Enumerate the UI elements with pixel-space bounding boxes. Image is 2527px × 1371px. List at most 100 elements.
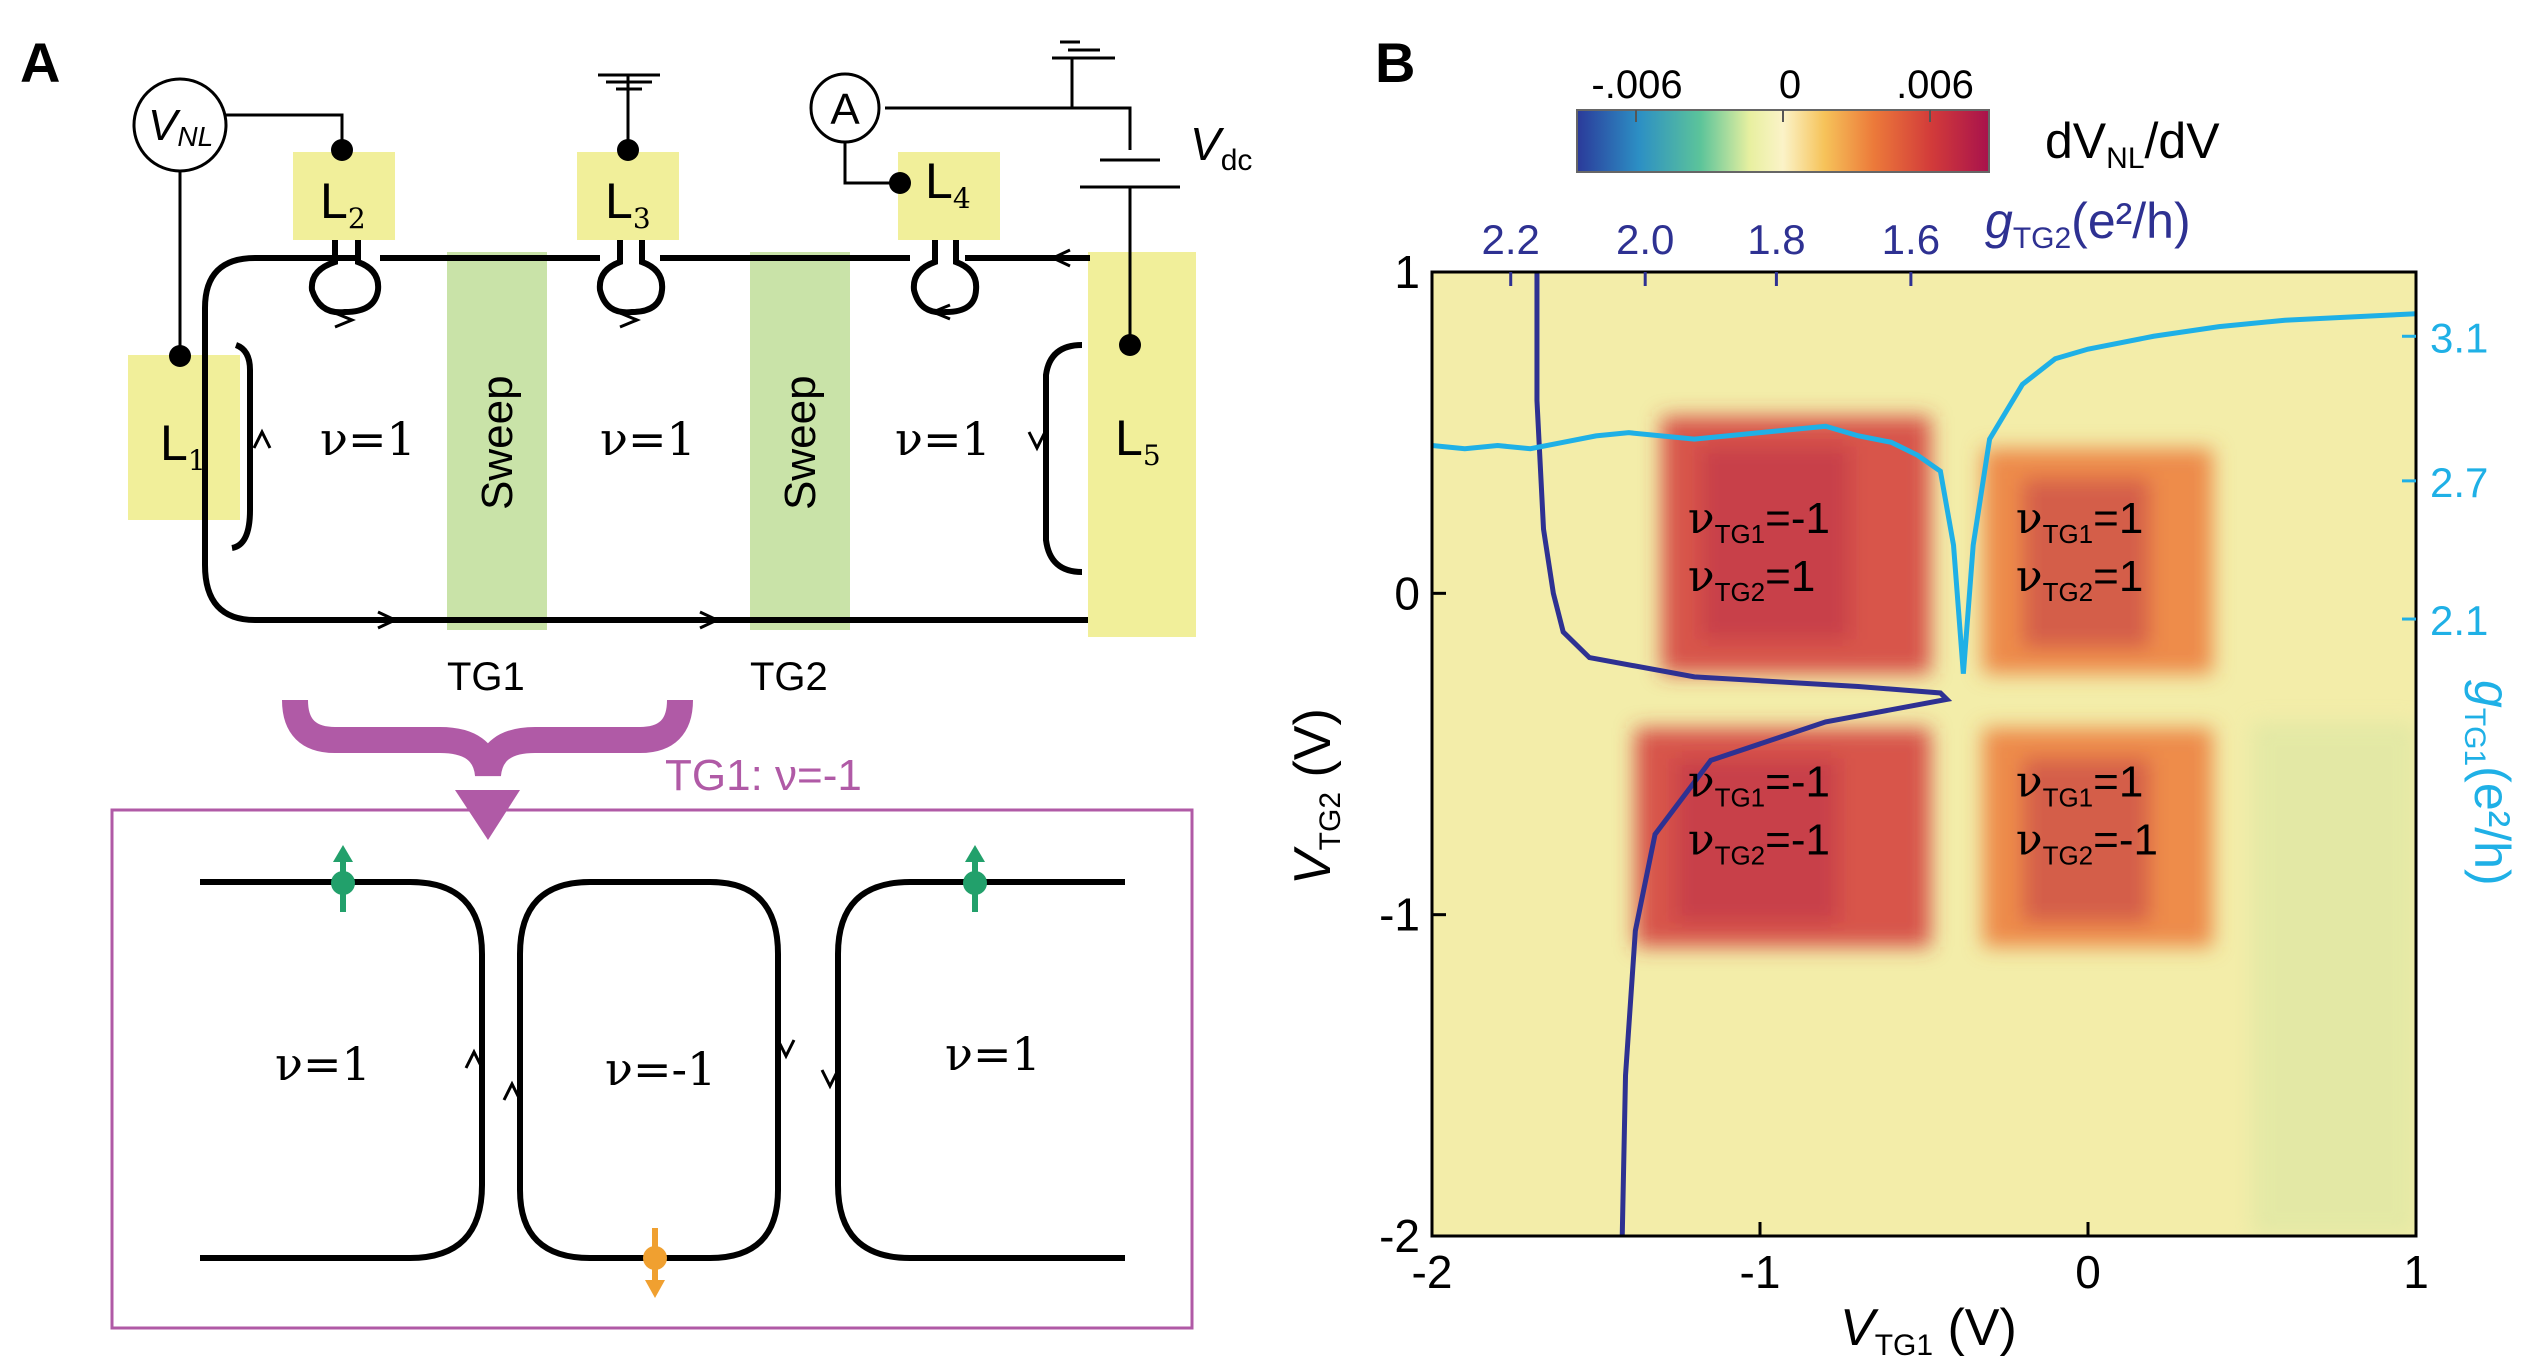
ammeter-label: A [830, 85, 860, 134]
heatmap-block-core-1 [2023, 478, 2150, 648]
inset-region-right: ν=1 [945, 1027, 1041, 1081]
vnl-sub: NL [177, 121, 213, 152]
vnl-meter: VNL [132, 77, 228, 173]
sweep-label-tg1: Sweep [473, 375, 522, 510]
region-1-line-0: νTG1=1 [2016, 493, 2143, 549]
panel-a: A [20, 31, 1252, 1330]
vdc-label: Vdc [1190, 118, 1252, 177]
colorbar-tick-neg: -.006 [1591, 63, 1682, 107]
x-axis-ticks: -2 -1 0 1 [1412, 1222, 2429, 1298]
region-2-line-1: νTG2=-1 [1688, 815, 1830, 871]
y-tick-label-0: -2 [1379, 1210, 1420, 1262]
sweep-gate-tg2 [750, 252, 850, 630]
y-tick-label-3: 1 [1394, 246, 1420, 298]
vdc-sub: dc [1221, 144, 1253, 177]
top-axis-ticks: 2.2 2.0 1.8 1.6 [1482, 216, 1940, 286]
right-tick-label-2: 2.1 [2430, 597, 2488, 644]
top-tick-label-3: 1.6 [1882, 216, 1940, 263]
colorbar-tick-zero: 0 [1779, 63, 1801, 107]
colorbar-ticks: -.006 0 .006 [1591, 63, 1974, 107]
g-tg1-curve [1432, 311, 2416, 674]
panel-a-label: A [20, 31, 60, 94]
region-1-line-1: νTG2=1 [2016, 551, 2143, 607]
svg-text:VNL: VNL [148, 101, 213, 152]
spin-up-left [331, 845, 355, 912]
heatmap-block-core-0 [1701, 446, 1850, 640]
colorbar: -.006 0 .006 dVNL/dV [1576, 63, 2220, 175]
lead-label-l4: L4 [925, 153, 971, 215]
lead-pad-l4 [898, 152, 1000, 240]
lead-label-l5: L5 [1115, 410, 1161, 472]
y-axis-label: VTG2 (V) [1284, 708, 1347, 885]
ammeter: A [809, 72, 881, 144]
lead-label-l1: L1 [160, 415, 206, 477]
y-axis-ticks: -2 -1 0 1 [1379, 246, 1446, 1262]
heatmap-block-core-2 [1675, 758, 1838, 923]
colorbar-label: dVNL/dV [2045, 113, 2220, 175]
panel-b-label: B [1375, 31, 1415, 94]
right-tick-label-1: 2.7 [2430, 459, 2488, 506]
sweep-label-tg2: Sweep [776, 375, 825, 510]
lead-label-l3: L3 [605, 173, 651, 235]
vdc-main: V [1190, 118, 1225, 170]
right-axis-ticks: 3.1 2.7 2.1 [2402, 314, 2488, 644]
g-tg2-curve [1534, 272, 1953, 1236]
x-tick-label-1: -1 [1740, 1246, 1781, 1298]
gate-label-tg1: TG1 [447, 655, 525, 699]
x-tick-label-3: 1 [2403, 1246, 2429, 1298]
top-tick-label-2: 1.8 [1747, 216, 1805, 263]
right-axis-label: gTG1(e²/h) [2458, 680, 2520, 886]
x-tick-label-2: 0 [2075, 1246, 2101, 1298]
heatmap-blocks [1635, 416, 2213, 947]
vnl-main: V [148, 101, 181, 150]
top-axis-label: gTG2(e²/h) [1985, 193, 2191, 255]
top-tick-label-0: 2.2 [1482, 216, 1540, 263]
x-axis-label: VTG1 (V) [1840, 1299, 2017, 1362]
region-label-left: ν=1 [320, 412, 416, 466]
region-3-line-0: νTG1=1 [2016, 757, 2143, 813]
lead-label-l2: L2 [320, 173, 366, 235]
lead-pad-l1 [128, 355, 240, 520]
inset-arrows [464, 1039, 840, 1101]
inset-title: TG1: ν=-1 [665, 751, 862, 800]
colorbar-tick-pos: .006 [1896, 63, 1974, 107]
spin-down [643, 1228, 667, 1298]
sweep-gate-tg1 [447, 252, 547, 630]
spin-up-right [963, 845, 987, 912]
region-label-right: ν=1 [895, 412, 991, 466]
plot-frame [1430, 270, 2418, 1238]
lead-pads [128, 152, 1196, 637]
panel-b: B -.006 0 .006 dVNL/dV νTG [1284, 31, 2520, 1362]
top-tick-label-1: 2.0 [1616, 216, 1674, 263]
contact-dots [169, 139, 1141, 367]
device-edge [202, 240, 1090, 623]
lead-pad-l2 [293, 152, 395, 240]
region-3-line-1: νTG2=-1 [2016, 815, 2158, 871]
heatmap-region-labels: νTG1=-1νTG2=1νTG1=1νTG2=1νTG1=-1νTG2=-1ν… [1688, 493, 2158, 870]
gate-label-tg2: TG2 [750, 655, 828, 699]
region-0-line-0: νTG1=-1 [1688, 493, 1830, 549]
region-0-line-1: νTG2=1 [1688, 551, 1816, 607]
y-tick-label-2: 0 [1394, 567, 1420, 619]
inset-edges [200, 879, 1125, 1261]
outer-edge [202, 255, 1088, 623]
region-labels: ν=1 ν=1 ν=1 [320, 412, 991, 466]
lead-pad-l5 [1088, 252, 1196, 637]
inset-region-left: ν=1 [275, 1037, 371, 1091]
lead-pad-l3 [577, 152, 679, 240]
lead-labels: L1 L2 L3 L4 L5 [160, 153, 1161, 477]
inset-box [110, 808, 1194, 1330]
heatmap-area [1432, 272, 2416, 1236]
heatmap-block-core-3 [2023, 758, 2150, 923]
x-tick-label-0: -2 [1412, 1246, 1453, 1298]
region-2-line-0: νTG1=-1 [1688, 757, 1830, 813]
heatmap-greenish-region [2252, 722, 2416, 1236]
right-tick-label-0: 3.1 [2430, 314, 2488, 361]
y-tick-label-1: -1 [1379, 889, 1420, 941]
edge-arrows [252, 248, 1071, 630]
inset-region-middle: ν=-1 [605, 1042, 716, 1096]
callout-brace [282, 699, 693, 840]
inset-region-labels: ν=1 ν=-1 ν=1 [275, 1027, 1041, 1096]
region-label-middle: ν=1 [600, 412, 696, 466]
